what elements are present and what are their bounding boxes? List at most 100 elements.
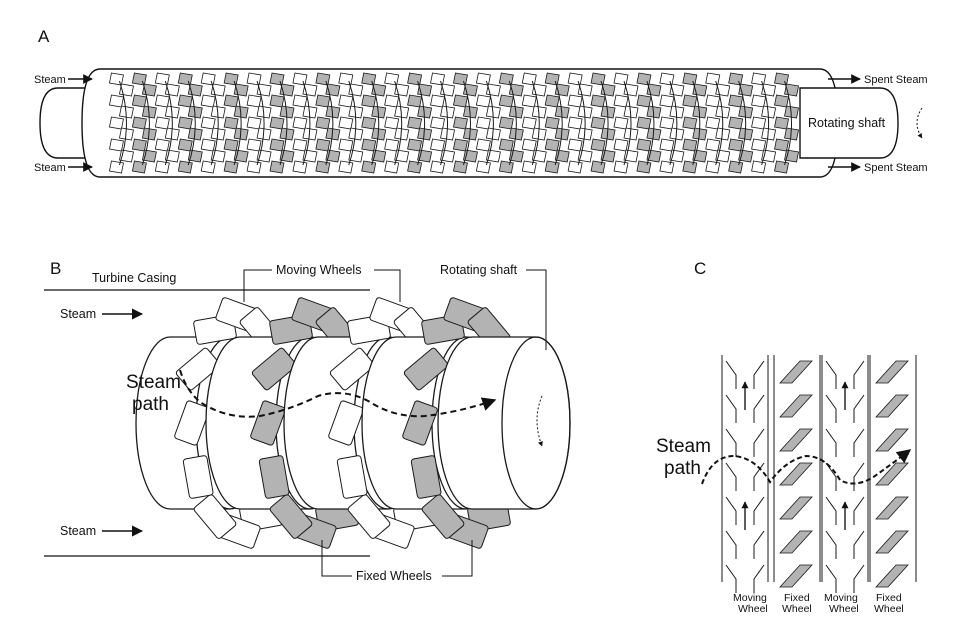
- moving-blade-profile: [853, 428, 865, 457]
- blade: [384, 138, 400, 152]
- steam-path-arrow: [179, 369, 497, 418]
- wheel-rim: [394, 80, 403, 166]
- moving-blade: [193, 494, 237, 539]
- blade: [223, 138, 239, 152]
- moving-blade-profile: [753, 462, 765, 491]
- blade: [475, 94, 491, 108]
- blade: [692, 149, 708, 163]
- blade: [407, 160, 423, 174]
- moving-blade-profile: [825, 394, 837, 423]
- wheel-rim: [210, 80, 219, 166]
- fixed-blade-profile: [875, 564, 909, 588]
- moving-blade-profile: [725, 428, 737, 457]
- blade: [315, 72, 331, 86]
- blade: [659, 116, 675, 130]
- blade: [682, 94, 698, 108]
- blade: [269, 94, 285, 108]
- blade: [187, 149, 203, 163]
- blade: [554, 149, 570, 163]
- blade: [338, 138, 354, 152]
- blade-stack: [108, 72, 800, 174]
- blade: [452, 138, 468, 152]
- blade: [394, 149, 410, 163]
- blade: [623, 149, 639, 163]
- wheel-rim: [623, 80, 632, 166]
- blade: [177, 94, 193, 108]
- moving-blade-profile: [725, 360, 737, 389]
- fixed-blade-profile: [779, 428, 813, 452]
- moving-blade-profile: [753, 530, 765, 559]
- moving-blade-profile: [825, 360, 837, 389]
- panel-c: C Steam path Moving Wheel Fixed Wheel Mo…: [656, 259, 917, 615]
- fixed-blade: [258, 455, 290, 499]
- blade: [200, 138, 216, 152]
- blade: [659, 138, 675, 152]
- moving-wheels-leader-left: [243, 269, 272, 302]
- blade: [131, 160, 147, 174]
- blade: [728, 160, 744, 174]
- moving-blade-profile: [753, 564, 765, 593]
- blade: [498, 138, 514, 152]
- wheel-rim: [531, 80, 540, 166]
- blade: [774, 94, 790, 108]
- shaft-right-stub: [799, 87, 899, 159]
- blade: [407, 72, 423, 86]
- col2-line1: Fixed: [784, 592, 810, 604]
- fixed-blade: [251, 347, 297, 391]
- blade: [590, 138, 606, 152]
- blade: [118, 149, 134, 163]
- blade: [407, 138, 423, 152]
- col1-line2: Wheel: [738, 603, 768, 615]
- blade: [131, 116, 147, 130]
- blade: [256, 83, 272, 97]
- blade: [475, 72, 491, 86]
- blade: [452, 116, 468, 130]
- blade: [233, 83, 249, 97]
- blade: [348, 149, 364, 163]
- blade: [407, 116, 423, 130]
- wheel-rim: [118, 80, 127, 166]
- blade: [338, 116, 354, 130]
- blade: [590, 94, 606, 108]
- moving-blade-profile: [725, 564, 737, 593]
- moving-blade-profile: [753, 428, 765, 457]
- blade: [233, 149, 249, 163]
- blade: [246, 116, 262, 130]
- blade: [131, 138, 147, 152]
- blade: [361, 72, 377, 86]
- blade: [567, 138, 583, 152]
- blade: [108, 138, 124, 152]
- fixed-blade-profile: [779, 496, 813, 520]
- blade: [200, 72, 216, 86]
- wheel-rim: [462, 80, 471, 166]
- blade: [417, 83, 433, 97]
- col3-line1: Moving: [824, 592, 858, 604]
- fixed-blade: [269, 494, 313, 539]
- wheel-rim: [692, 80, 701, 166]
- blade: [521, 138, 537, 152]
- wheel-rim: [554, 80, 563, 166]
- blade: [361, 94, 377, 108]
- blade: [705, 72, 721, 86]
- blade: [269, 138, 285, 152]
- fixed-blade-profile: [875, 360, 909, 384]
- moving-blade-profile: [753, 394, 765, 423]
- blade: [292, 72, 308, 86]
- blade: [177, 160, 193, 174]
- blade: [544, 72, 560, 86]
- blade: [430, 94, 446, 108]
- steam-path-c-label-1: Steam: [656, 436, 711, 457]
- blade: [577, 149, 593, 163]
- blade: [751, 72, 767, 86]
- blade: [269, 72, 285, 86]
- blade: [154, 138, 170, 152]
- col3-line2: Wheel: [829, 603, 859, 615]
- blade: [325, 149, 341, 163]
- moving-blade-profile: [825, 530, 837, 559]
- blade: [338, 160, 354, 174]
- blade: [600, 83, 616, 97]
- fixed-blade: [250, 400, 286, 446]
- blade: [440, 149, 456, 163]
- blade: [108, 72, 124, 86]
